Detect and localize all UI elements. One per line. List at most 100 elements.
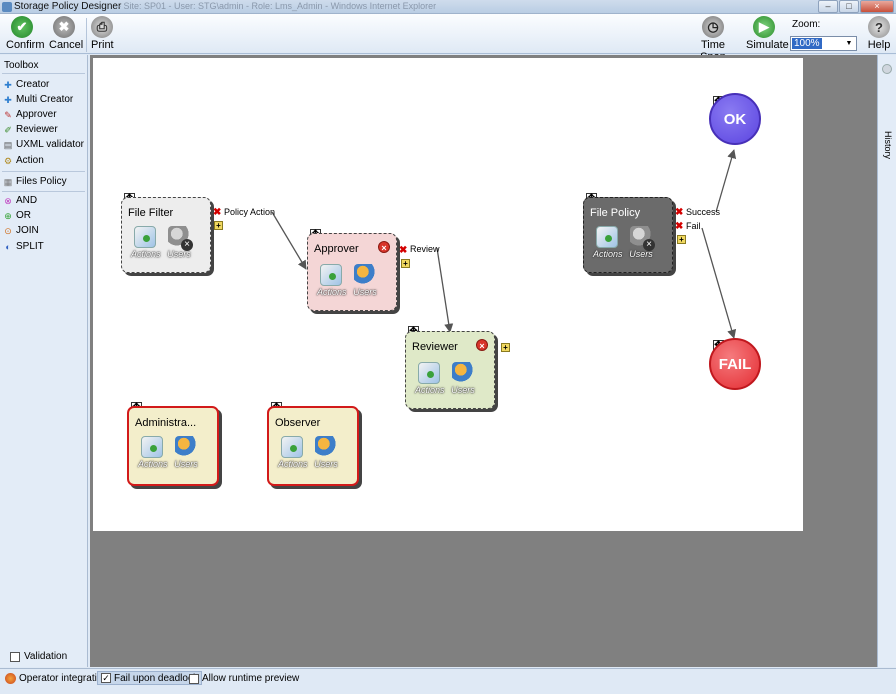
add-connector-icon[interactable]: + [401, 259, 410, 268]
help-label: Help [867, 39, 891, 51]
actions-button[interactable]: Actions [278, 436, 308, 469]
simulate-button[interactable]: ▶ Simulate [746, 16, 789, 51]
remove-connector-icon[interactable]: ✖ [675, 221, 684, 232]
fail-upon-deadlock-checkbox[interactable]: ✓ [101, 673, 111, 683]
actions-button[interactable]: Actions [131, 226, 161, 259]
node-approver[interactable]: Approver × Actions Users [307, 233, 397, 311]
actions-button[interactable]: Actions [593, 226, 623, 259]
toolbox-item-label: SPLIT [16, 241, 44, 252]
allow-runtime-preview-label: Allow runtime preview [202, 673, 300, 684]
toolbox-item-files-policy[interactable]: ▦ Files Policy [3, 176, 67, 187]
toolbox-header: Toolbox [4, 60, 39, 71]
actions-label: Actions [138, 459, 168, 469]
chevron-down-icon[interactable]: ▼ [845, 40, 853, 47]
node-title: File Filter [128, 207, 174, 219]
users-button[interactable]: Users [351, 264, 379, 297]
or-icon: ⊕ [4, 210, 12, 221]
users-label: Users [167, 249, 191, 259]
toolbox-item-reviewer[interactable]: ✐ Reviewer [3, 124, 57, 135]
connector-label-review: Review [410, 244, 440, 254]
validation-toggle[interactable]: Validation [10, 651, 67, 662]
users-button[interactable]: Users [312, 436, 340, 469]
toolbox-separator [2, 191, 85, 192]
cancel-button[interactable]: ✖ Cancel [49, 16, 83, 51]
node-reviewer[interactable]: Reviewer × Actions Users [405, 331, 495, 409]
toolbox-item-action[interactable]: ⚙ Action [3, 155, 44, 166]
toolbox-item-split[interactable]: ◐ SPLIT [3, 241, 44, 252]
actions-icon [281, 436, 303, 458]
maximize-icon[interactable]: □ [839, 0, 859, 13]
users-button[interactable]: Users [627, 226, 655, 259]
endpoint-fail[interactable]: FAIL [709, 338, 761, 390]
users-button[interactable]: Users [449, 362, 477, 395]
node-title: Observer [275, 417, 321, 429]
validation-checkbox[interactable] [10, 651, 20, 662]
toolbox-item-label: AND [16, 195, 38, 206]
actions-label: Actions [415, 385, 445, 395]
node-title: Administra... [135, 417, 197, 429]
toolbox-item-label: JOIN [16, 225, 39, 236]
plus-icon: ✚ [4, 79, 12, 90]
title-bar: Storage Policy Designer - Site: SP01 - U… [0, 0, 896, 14]
users-label: Users [314, 459, 338, 469]
remove-connector-icon[interactable]: ✖ [399, 245, 408, 256]
actions-button[interactable]: Actions [138, 436, 168, 469]
node-title: Approver [314, 243, 359, 255]
pen-icon: ✐ [4, 124, 12, 135]
toolbox-item-label: Approver [16, 109, 57, 120]
remove-connector-icon[interactable]: ✖ [213, 207, 222, 218]
fail-upon-deadlock-label: Fail upon deadlock [114, 672, 198, 684]
operator-integration-toggle[interactable]: Operator integration [5, 673, 108, 684]
toolbox-item-multi-creator[interactable]: ✚ Multi Creator [3, 94, 73, 105]
close-icon[interactable]: × [378, 241, 390, 253]
actions-button[interactable]: Actions [415, 362, 445, 395]
users-label: Users [174, 459, 198, 469]
users-label: Users [353, 287, 377, 297]
node-file-policy[interactable]: File Policy Actions Users [583, 197, 673, 273]
fail-upon-deadlock-toggle[interactable]: ✓ Fail upon deadlock [97, 671, 202, 685]
actions-icon [418, 362, 440, 384]
toolbox-item-and[interactable]: ⊗ AND [3, 195, 37, 206]
toolbox-item-creator[interactable]: ✚ Creator [3, 79, 49, 90]
print-button[interactable]: ⎙ Print [91, 16, 114, 51]
check-icon: ✔ [11, 16, 33, 38]
users-button[interactable]: Users [165, 226, 193, 259]
users-label: Users [629, 249, 653, 259]
add-connector-icon[interactable]: + [677, 235, 686, 244]
users-label: Users [451, 385, 475, 395]
confirm-button[interactable]: ✔ Confirm [6, 16, 45, 51]
node-title: Reviewer [412, 341, 458, 353]
toolbox-item-or[interactable]: ⊕ OR [3, 210, 31, 221]
node-administrator[interactable]: Administra... Actions Users [127, 406, 219, 486]
zoom-select[interactable]: 100% ▼ [790, 36, 857, 51]
endpoint-ok[interactable]: OK [709, 93, 761, 145]
add-connector-icon[interactable]: + [501, 343, 510, 352]
actions-icon [134, 226, 156, 248]
history-label: History [883, 131, 893, 160]
close-icon[interactable]: × [860, 0, 894, 13]
users-button[interactable]: Users [172, 436, 200, 469]
node-observer[interactable]: Observer Actions Users [267, 406, 359, 486]
node-icons: Actions Users [317, 264, 379, 297]
toolbar: ✔ Confirm ✖ Cancel ⎙ Print ◷ Time Span ▶… [0, 14, 896, 63]
toolbox-item-approver[interactable]: ✎ Approver [3, 109, 57, 120]
minimize-icon[interactable]: – [818, 0, 838, 13]
help-button[interactable]: ? Help [866, 16, 892, 51]
close-icon[interactable]: × [476, 339, 488, 351]
file-icon: ▦ [3, 176, 13, 187]
multi-plus-icon: ✚ [4, 94, 12, 105]
operator-integration-label: Operator integration [19, 673, 108, 684]
allow-runtime-preview-checkbox[interactable] [189, 673, 199, 684]
split-icon: ◐ [5, 241, 11, 252]
window-controls: – □ × [818, 0, 894, 13]
history-tab[interactable]: History [877, 55, 896, 667]
toolbox-item-uxml-validator[interactable]: ▤ UXML validator [3, 139, 84, 150]
users-disabled-icon [168, 226, 193, 251]
remove-connector-icon[interactable]: ✖ [675, 207, 684, 218]
actions-button[interactable]: Actions [317, 264, 347, 297]
allow-runtime-preview-toggle[interactable]: Allow runtime preview [189, 673, 299, 684]
node-file-filter[interactable]: File Filter Actions Users [121, 197, 211, 273]
add-connector-icon[interactable]: + [214, 221, 223, 230]
toolbox-item-label: Action [16, 155, 44, 166]
toolbox-item-join[interactable]: ⊙ JOIN [3, 225, 39, 236]
